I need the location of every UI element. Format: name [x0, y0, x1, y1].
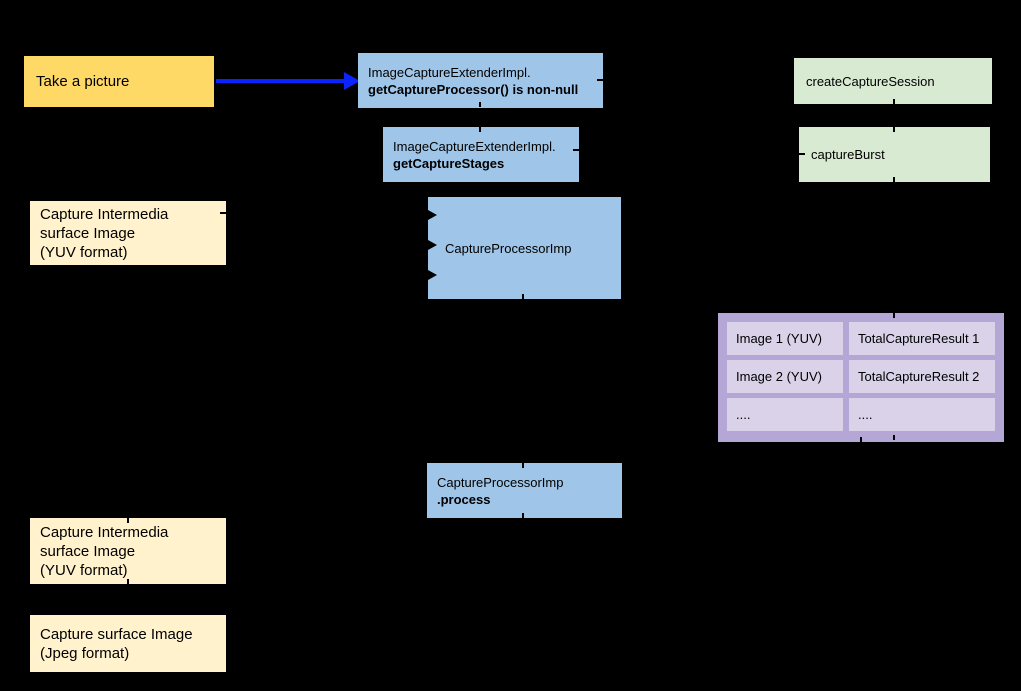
- node-intermedia-surface-top-line3: (YUV format): [40, 243, 128, 261]
- node-capture-surface-jpeg-line2: (Jpeg format): [40, 644, 130, 662]
- node-capture-burst: captureBurst: [799, 127, 990, 182]
- node-capture-processor-process: CaptureProcessorImp .process: [427, 463, 622, 518]
- connector-tick: [893, 313, 895, 318]
- connector-tick: [893, 99, 895, 104]
- node-capture-burst-label: captureBurst: [811, 147, 885, 162]
- node-intermedia-surface-bottom-line3: (YUV format): [40, 561, 128, 579]
- result-table-cell-result-more-label: ....: [858, 407, 873, 422]
- node-capture-surface-jpeg: Capture surface Image (Jpeg format): [30, 615, 226, 672]
- node-get-capture-stages: ImageCaptureExtenderImpl. getCaptureStag…: [383, 127, 579, 182]
- connector-arrowhead-icon: [428, 210, 437, 220]
- connector-tick: [127, 518, 129, 523]
- result-table-cell-image-2-label: Image 2 (YUV): [736, 369, 822, 384]
- connector-arrowhead-icon: [428, 270, 437, 280]
- node-capture-processor: CaptureProcessorImp: [428, 197, 621, 299]
- connector-tick: [220, 212, 226, 214]
- result-table-cell-image-2: Image 2 (YUV): [727, 360, 843, 393]
- result-table-cell-result-1-label: TotalCaptureResult 1: [858, 331, 980, 346]
- node-get-capture-processor: ImageCaptureExtenderImpl. getCaptureProc…: [358, 53, 603, 108]
- node-get-capture-stages-line2: getCaptureStages: [393, 155, 505, 171]
- node-create-capture-session: createCaptureSession: [794, 58, 992, 104]
- result-table-cell-image-1: Image 1 (YUV): [727, 322, 843, 355]
- connector-tick: [597, 79, 603, 81]
- node-get-capture-stages-line1: ImageCaptureExtenderImpl.: [393, 138, 556, 154]
- connector-tick: [860, 437, 862, 442]
- node-capture-surface-jpeg-line1: Capture surface Image: [40, 625, 193, 643]
- capture-result-table: Image 1 (YUV) TotalCaptureResult 1 Image…: [718, 313, 1004, 442]
- connector-tick: [893, 127, 895, 132]
- node-capture-processor-label: CaptureProcessorImp: [445, 240, 572, 256]
- result-table-cell-image-more: ....: [727, 398, 843, 431]
- node-capture-processor-process-line1: CaptureProcessorImp: [437, 474, 564, 490]
- node-intermedia-surface-top-line2: surface Image: [40, 224, 136, 242]
- result-table-cell-result-2-label: TotalCaptureResult 2: [858, 369, 980, 384]
- result-table-cell-result-2: TotalCaptureResult 2: [849, 360, 995, 393]
- node-intermedia-surface-bottom-line2: surface Image: [40, 542, 136, 560]
- node-create-capture-session-label: createCaptureSession: [806, 73, 935, 89]
- connector-tick: [893, 435, 895, 440]
- node-intermedia-surface-bottom: Capture Intermedia surface Image (YUV fo…: [30, 518, 226, 584]
- connector-tick: [522, 513, 524, 518]
- connector-tick: [522, 463, 524, 468]
- connector-tick: [127, 579, 129, 584]
- node-intermedia-surface-top-line1: Capture Intermedia: [40, 205, 169, 223]
- result-table-cell-image-1-label: Image 1 (YUV): [736, 331, 822, 346]
- node-take-a-picture-label: Take a picture: [36, 73, 130, 90]
- connector-tick: [522, 294, 524, 299]
- node-intermedia-surface-top: Capture Intermedia surface Image (YUV fo…: [30, 201, 226, 265]
- node-get-capture-processor-line2: getCaptureProcessor() is non-null: [368, 81, 579, 97]
- result-table-cell-result-1: TotalCaptureResult 1: [849, 322, 995, 355]
- connector-tick: [479, 102, 481, 107]
- node-take-a-picture: Take a picture: [24, 56, 214, 107]
- node-capture-processor-process-line2: .process: [437, 491, 491, 507]
- result-table-cell-image-more-label: ....: [736, 407, 751, 422]
- result-table-cell-result-more: ....: [849, 398, 995, 431]
- flow-arrow-head-icon: [344, 72, 360, 90]
- flow-arrow-line: [216, 79, 348, 83]
- node-get-capture-processor-line1: ImageCaptureExtenderImpl.: [368, 64, 531, 80]
- connector-tick: [799, 153, 805, 155]
- connector-arrowhead-icon: [428, 240, 437, 250]
- connector-tick: [479, 127, 481, 132]
- node-intermedia-surface-bottom-line1: Capture Intermedia: [40, 523, 169, 541]
- connector-tick: [893, 177, 895, 182]
- connector-tick: [573, 149, 579, 151]
